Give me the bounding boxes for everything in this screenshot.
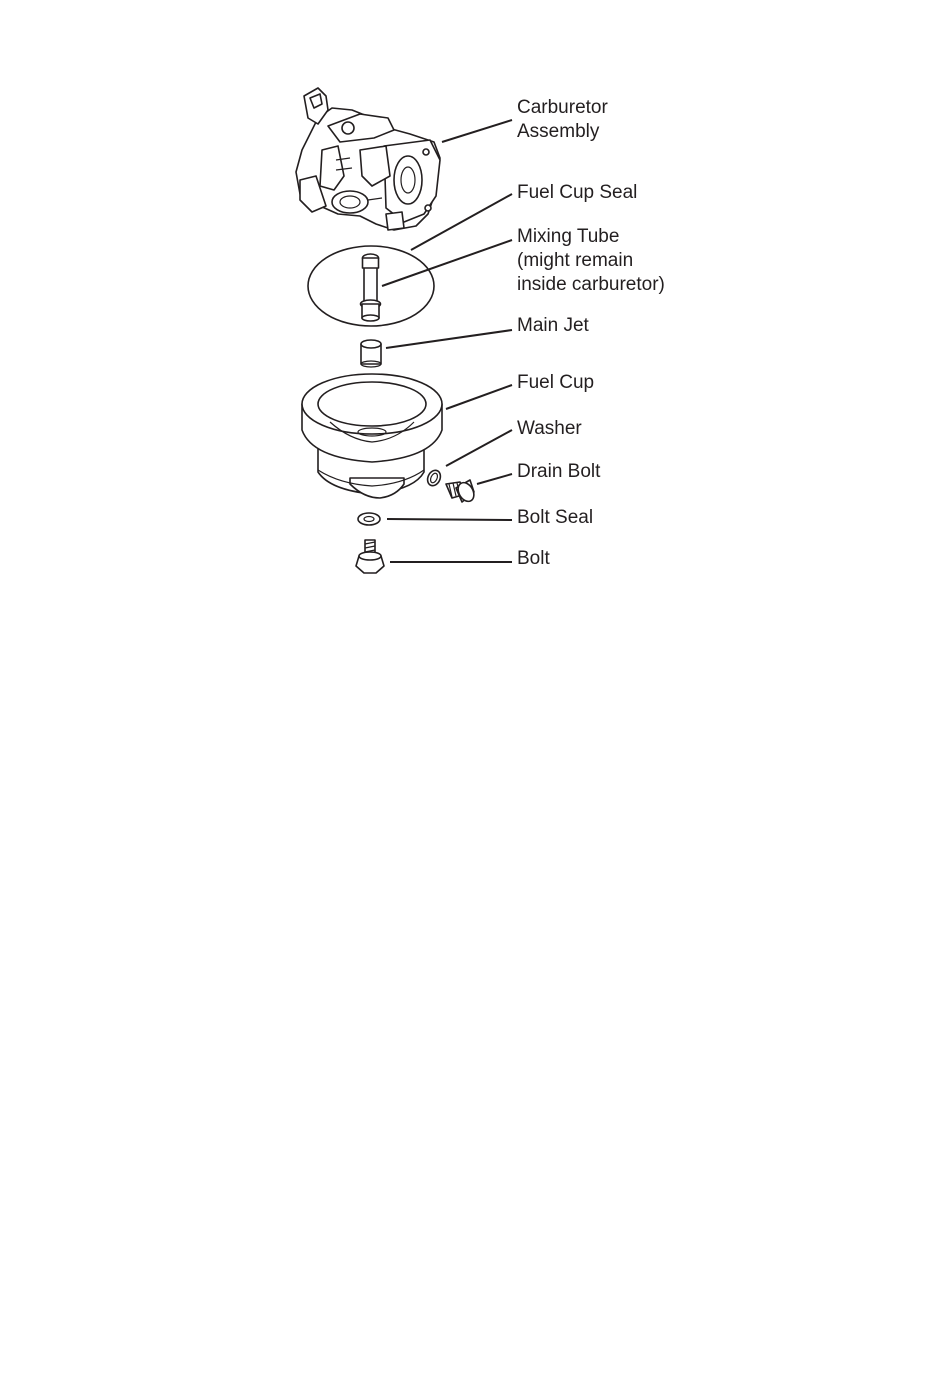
bolt-label: Bolt (517, 547, 550, 571)
mixing-tube-label: Mixing Tube (might remain inside carbure… (517, 225, 665, 297)
main-jet-label: Main Jet (517, 314, 589, 338)
bolt-seal-label: Bolt Seal (517, 506, 593, 530)
washer-leader (446, 430, 512, 466)
drain-bolt-part (446, 480, 477, 504)
drain-bolt-leader (477, 474, 512, 484)
fuel-cup-part (302, 374, 442, 498)
fuel-cup-label: Fuel Cup (517, 371, 594, 395)
drain-bolt-label: Drain Bolt (517, 460, 600, 484)
main-jet-leader (386, 330, 512, 348)
washer-part (425, 468, 443, 488)
bolt-seal-leader (387, 519, 512, 520)
carburetor-assembly-label: Carburetor Assembly (517, 96, 608, 144)
bolt-part (356, 540, 384, 573)
carburetor-assembly-part (296, 88, 440, 230)
washer-label: Washer (517, 417, 582, 441)
bolt-seal-part (358, 513, 380, 525)
mixing-tube-part (361, 254, 381, 321)
fuel-cup-seal-label: Fuel Cup Seal (517, 181, 637, 205)
fuel-cup-leader (446, 385, 512, 409)
main-jet-part (361, 340, 381, 367)
carburetor-assembly-leader (442, 120, 512, 142)
